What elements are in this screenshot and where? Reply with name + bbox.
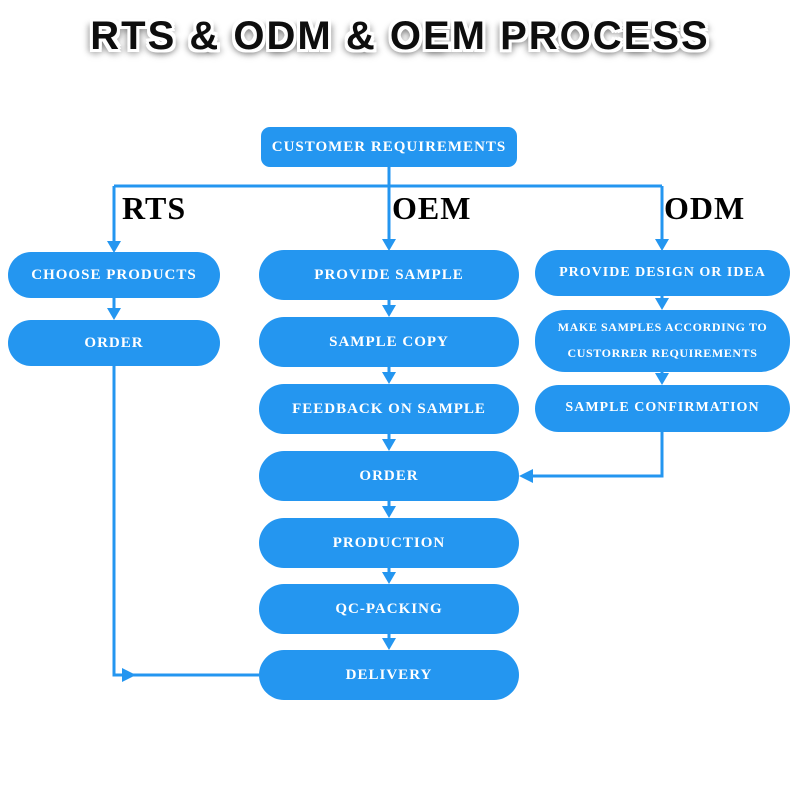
node-rts-choose-products: CHOOSE PRODUCTS xyxy=(8,252,220,298)
connector-root-split xyxy=(107,167,669,253)
page-title: RTS & ODM & OEM PROCESS xyxy=(90,14,710,58)
connector-line xyxy=(114,167,662,188)
arrowhead-down-icon xyxy=(382,572,396,584)
node-odm-provide-design-or-idea: PROVIDE DESIGN OR IDEA xyxy=(535,250,790,296)
node-oem-qc-packing: QC-PACKING xyxy=(259,584,519,634)
node-rts-order: ORDER xyxy=(8,320,220,366)
node-odm-make-samples: MAKE SAMPLES ACCORDING TO CUSTORRER REQU… xyxy=(535,310,790,372)
arrowhead-down-icon xyxy=(382,506,396,518)
node-oem-provide-sample: PROVIDE SAMPLE xyxy=(259,250,519,300)
arrowhead-down-icon xyxy=(382,239,396,251)
arrowhead-down-icon xyxy=(382,439,396,451)
connector-line xyxy=(112,366,259,677)
branch-label-rts: RTS xyxy=(122,190,187,226)
arrowhead-down-icon xyxy=(107,241,121,253)
arrowhead-down-icon xyxy=(107,308,121,320)
branch-label-odm: ODM xyxy=(664,190,746,226)
node-oem-feedback-on-sample: FEEDBACK ON SAMPLE xyxy=(259,384,519,434)
node-customer-requirements: CUSTOMER REQUIREMENTS xyxy=(261,127,517,167)
connector-line xyxy=(533,432,664,478)
node-oem-sample-copy: SAMPLE COPY xyxy=(259,317,519,367)
connector-rts-column xyxy=(107,298,259,682)
branch-label-oem: OEM xyxy=(392,190,472,226)
node-oem-delivery: DELIVERY xyxy=(259,650,519,700)
node-odm-sample-confirmation: SAMPLE CONFIRMATION xyxy=(535,385,790,432)
node-oem-order: ORDER xyxy=(259,451,519,501)
arrowhead-right-icon xyxy=(122,668,136,682)
arrowhead-down-icon xyxy=(655,298,669,310)
arrowhead-left-icon xyxy=(519,469,533,483)
connector-oem-column xyxy=(382,300,396,650)
arrowhead-down-icon xyxy=(382,305,396,317)
arrowhead-down-icon xyxy=(655,373,669,385)
arrowhead-down-icon xyxy=(655,239,669,251)
node-oem-production: PRODUCTION xyxy=(259,518,519,568)
connector-odm-column xyxy=(519,296,669,483)
arrowhead-down-icon xyxy=(382,638,396,650)
arrowhead-down-icon xyxy=(382,372,396,384)
